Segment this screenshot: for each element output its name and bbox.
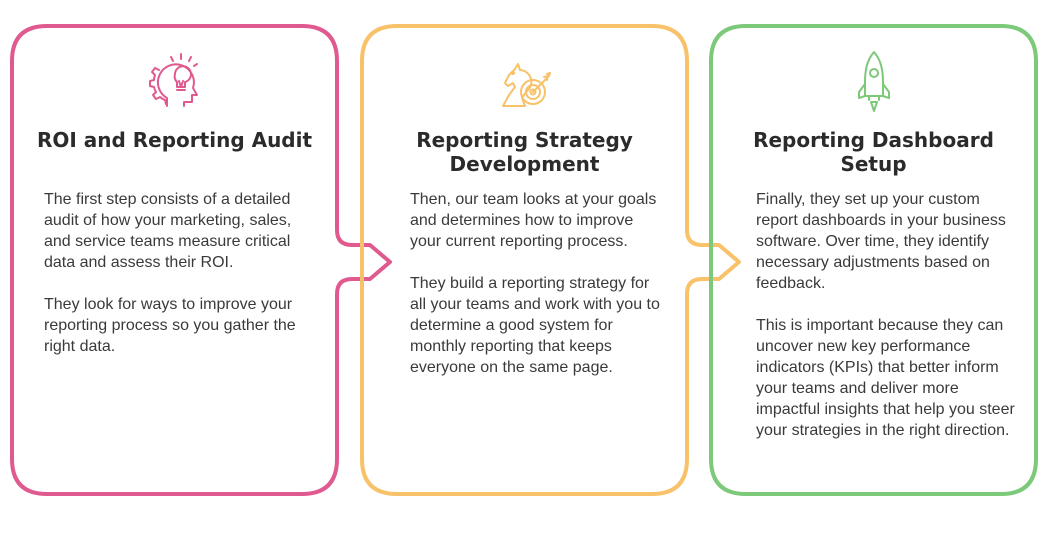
card-3-icon-wrap [711,46,1036,118]
card-2-body: Then, our team looks at your goals and d… [410,189,667,399]
card-1-paragraph-2: They look for ways to improve your repor… [44,296,296,355]
card-3-body: Finally, they set up your custom report … [756,189,1018,462]
card-3-paragraph-2: This is important because they can uncov… [756,317,1015,439]
chess-knight-target-icon [501,63,551,107]
step-card-dashboard-setup: Reporting Dashboard Setup Finally, they … [711,26,1036,494]
card-2-paragraph-1: Then, our team looks at your goals and d… [410,191,657,250]
card-1-title: ROI and Reporting Audit [36,128,313,152]
card-2-icon-wrap [362,46,687,118]
card-3-paragraph-1: Finally, they set up your custom report … [756,191,1006,292]
rocket-icon [857,51,890,112]
card-1-body: The first step consists of a detailed au… [44,189,319,378]
step-card-strategy-development: Reporting Strategy Development Then, our… [362,26,687,494]
step-card-roi-audit: ROI and Reporting Audit The first step c… [12,26,337,494]
card-2-title: Reporting Strategy Development [416,128,633,176]
card-1-paragraph-1: The first step consists of a detailed au… [44,191,292,271]
card-1-icon-wrap [12,46,337,118]
card-3-title: Reporting Dashboard Setup [753,128,994,176]
card-2-paragraph-2: They build a reporting strategy for all … [410,275,660,376]
lightbulb-head-gear-icon [148,53,198,107]
